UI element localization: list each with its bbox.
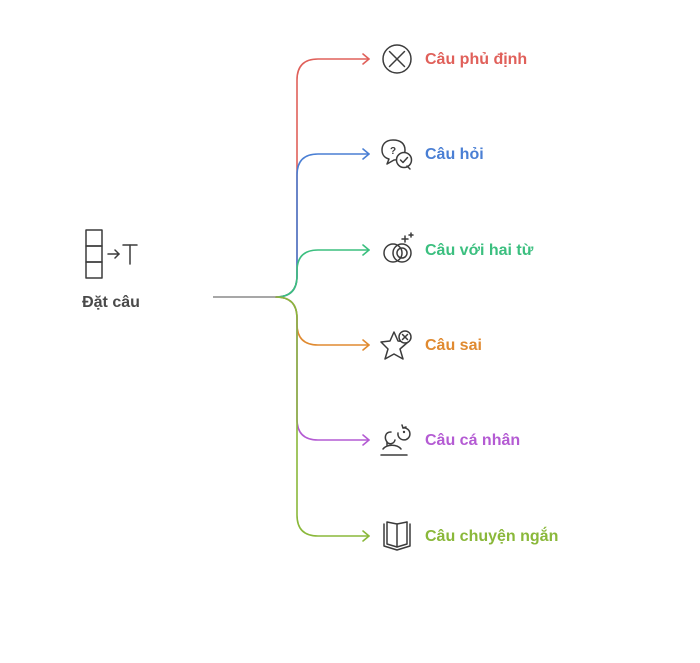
branch-label-cau-voi-hai-tu: Câu với hai từ: [425, 242, 534, 259]
root-label: Đặt câu: [82, 294, 140, 311]
arrow-head-cau-chuyen-ngan: [362, 530, 370, 542]
rings-sparkle-icon: [383, 232, 414, 263]
circle-x-icon: [382, 44, 412, 74]
branch-label-cau-chuyen-ngan: Câu chuyện ngắn: [425, 526, 558, 545]
connector-cau-chuyen-ngan: [275, 296, 370, 537]
branch-label-cau-ca-nhan: Câu cá nhân: [425, 432, 520, 449]
arrow-head-cau-ca-nhan: [362, 434, 370, 446]
branch-label-cau-phu-dinh: Câu phủ định: [425, 51, 527, 68]
connector-cau-hoi: [275, 153, 370, 298]
chat-bubbles-icon: ?: [381, 139, 413, 170]
branch-label-cau-sai: Câu sai: [425, 337, 482, 354]
branch-label-cau-hoi: Câu hỏi: [425, 146, 484, 163]
svg-text:?: ?: [390, 146, 396, 157]
connector-cau-sai: [275, 296, 370, 346]
star-x-icon: [380, 330, 412, 360]
connector-cau-phu-dinh: [275, 58, 370, 298]
arrow-head-cau-hoi: [362, 148, 370, 160]
connector-cau-voi-hai-tu: [275, 249, 370, 298]
arrow-head-cau-phu-dinh: [362, 53, 370, 65]
arrow-head-cau-sai: [362, 339, 370, 351]
connector-cau-ca-nhan: [275, 296, 370, 441]
arrow-head-cau-voi-hai-tu: [362, 244, 370, 256]
person-refresh-icon: [380, 424, 411, 456]
grid-to-text-icon: [85, 229, 138, 279]
open-book-icon: [383, 521, 411, 551]
connectors: [275, 53, 370, 542]
